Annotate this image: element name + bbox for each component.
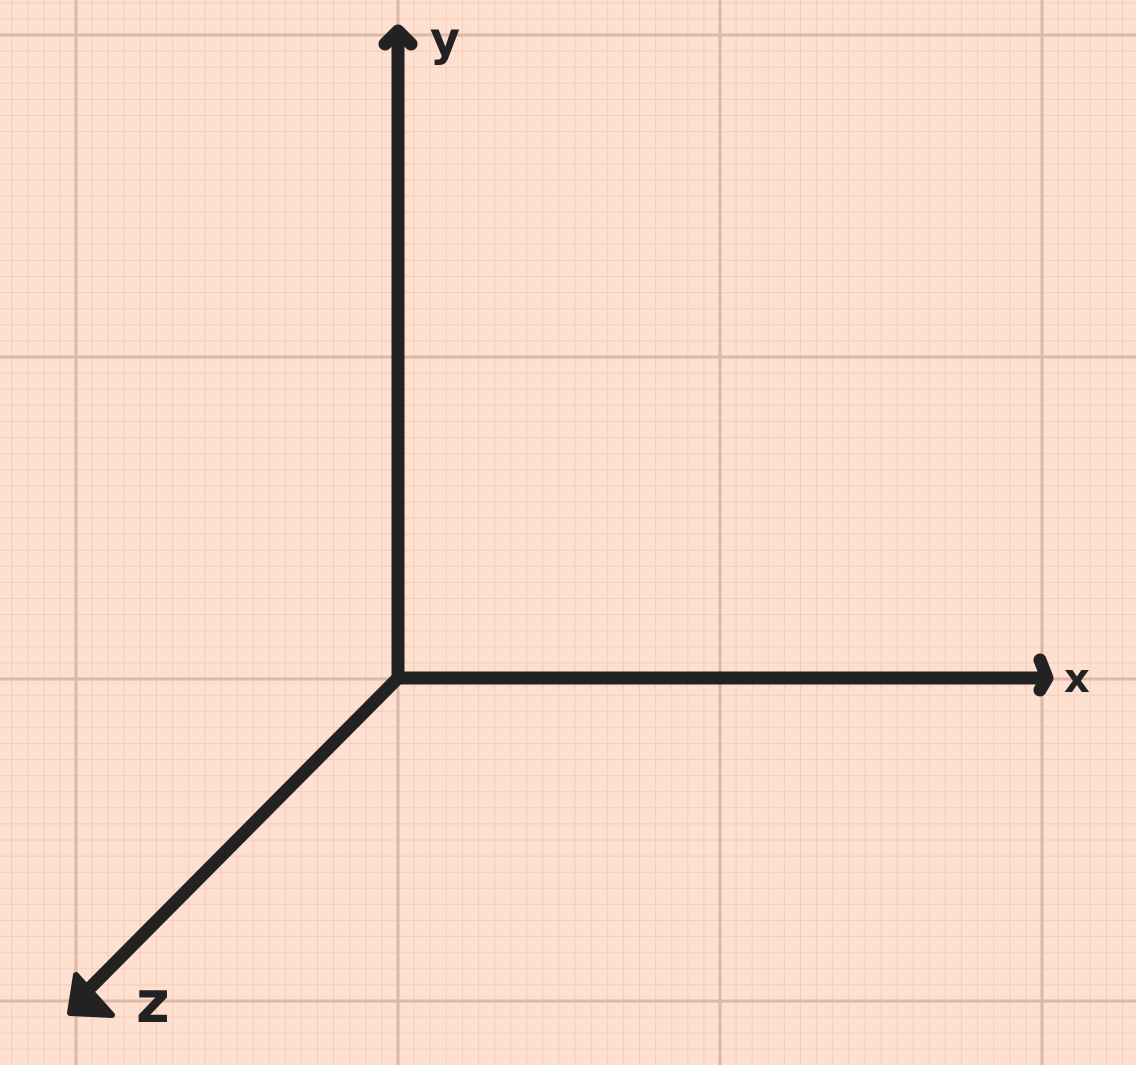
z-axis-label: z [136, 968, 170, 1036]
z-axis-arrowhead [67, 972, 115, 1018]
x-axis-label: x [1064, 656, 1090, 702]
y-axis-label: y [430, 12, 460, 66]
y-axis-arrowhead [378, 24, 418, 51]
x-axis-arrowhead [1033, 653, 1054, 697]
z-axis-line [85, 671, 405, 993]
